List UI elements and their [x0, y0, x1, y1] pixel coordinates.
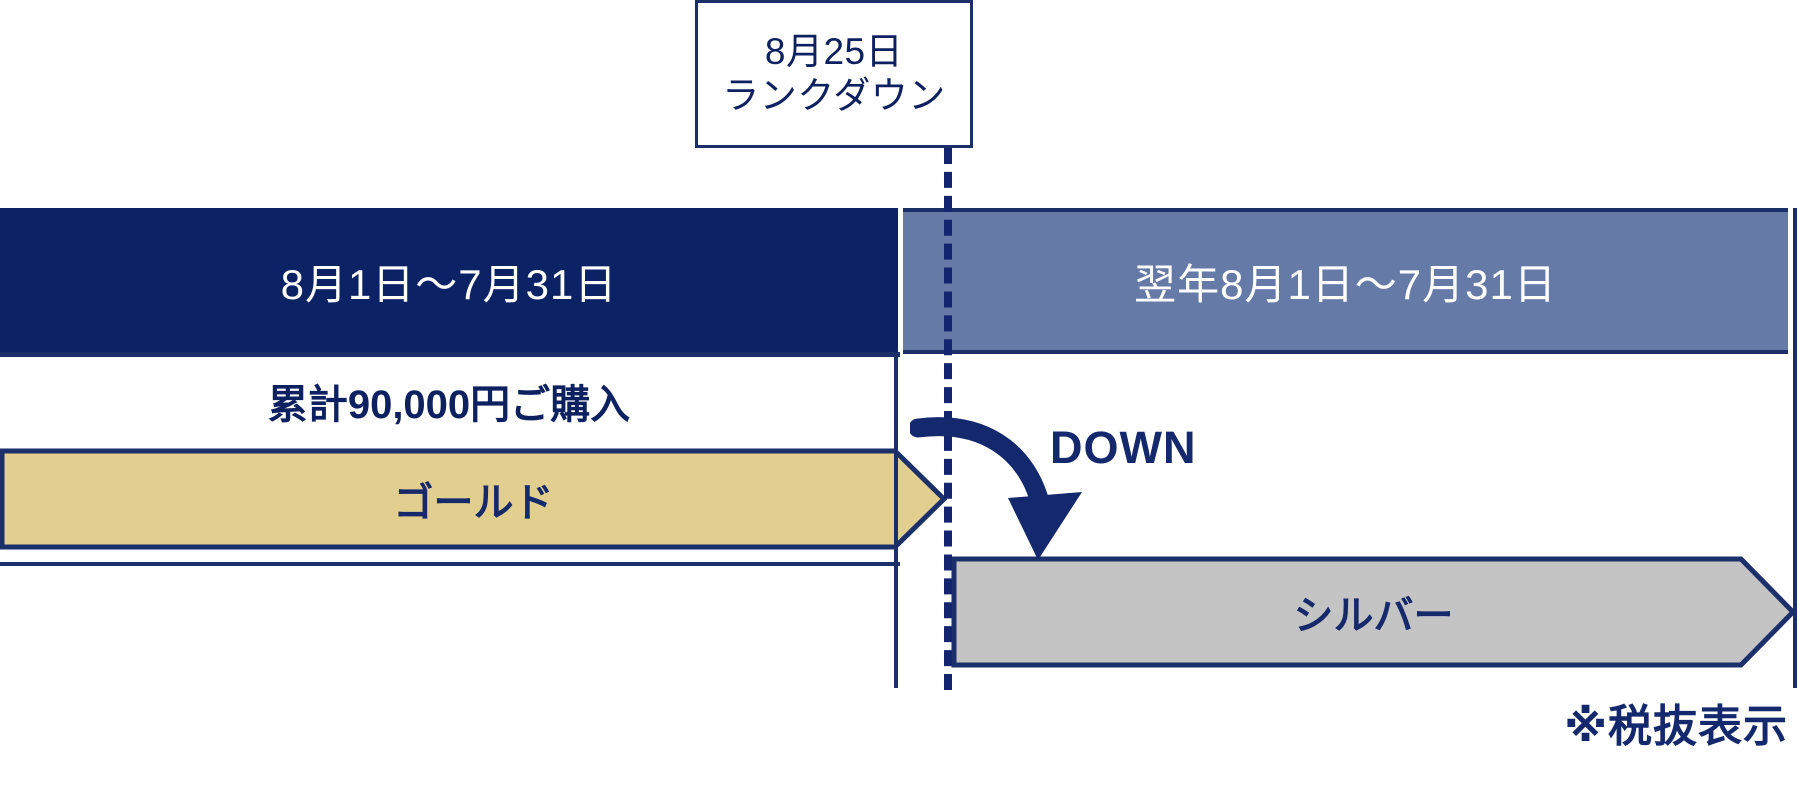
rank-arrow-gold: ゴールド [0, 448, 947, 550]
callout-date: 8月25日 [764, 31, 904, 73]
curved-down-arrow-icon [908, 417, 1082, 560]
purchase-total-note: 累計90,000円ご購入 [0, 362, 898, 440]
tax-footnote-text: ※税抜表示 [1564, 702, 1788, 751]
rule-below-gold [0, 562, 900, 566]
period-bar-next: 翌年8月1日〜7月31日 [903, 208, 1788, 354]
gold-arrow-shape [0, 448, 947, 550]
tax-footnote: ※税抜表示 [1564, 690, 1788, 754]
callout-event: ランクダウン [722, 75, 946, 116]
rank-transition-label: DOWN [1050, 422, 1197, 473]
silver-arrow-shape [951, 556, 1796, 668]
rank-arrow-gold-label: ゴールド [393, 481, 554, 525]
period-bar-next-label: 翌年8月1日〜7月31日 [1134, 260, 1557, 308]
rank-down-callout: 8月25日 ランクダウン [695, 0, 973, 148]
rule-below-header [0, 352, 900, 357]
rank-arrow-silver: シルバー [951, 556, 1796, 668]
rank-transition-indicator: DOWN [908, 400, 1230, 580]
rule-vertical-current-period [894, 356, 898, 688]
rank-arrow-silver-label: シルバー [1293, 594, 1454, 638]
period-bar-current: 8月1日〜7月31日 [0, 208, 898, 354]
purchase-total-text: 累計90,000円ご購入 [267, 383, 631, 427]
rule-vertical-next-period [1793, 208, 1797, 688]
period-bar-current-label: 8月1日〜7月31日 [280, 260, 618, 308]
